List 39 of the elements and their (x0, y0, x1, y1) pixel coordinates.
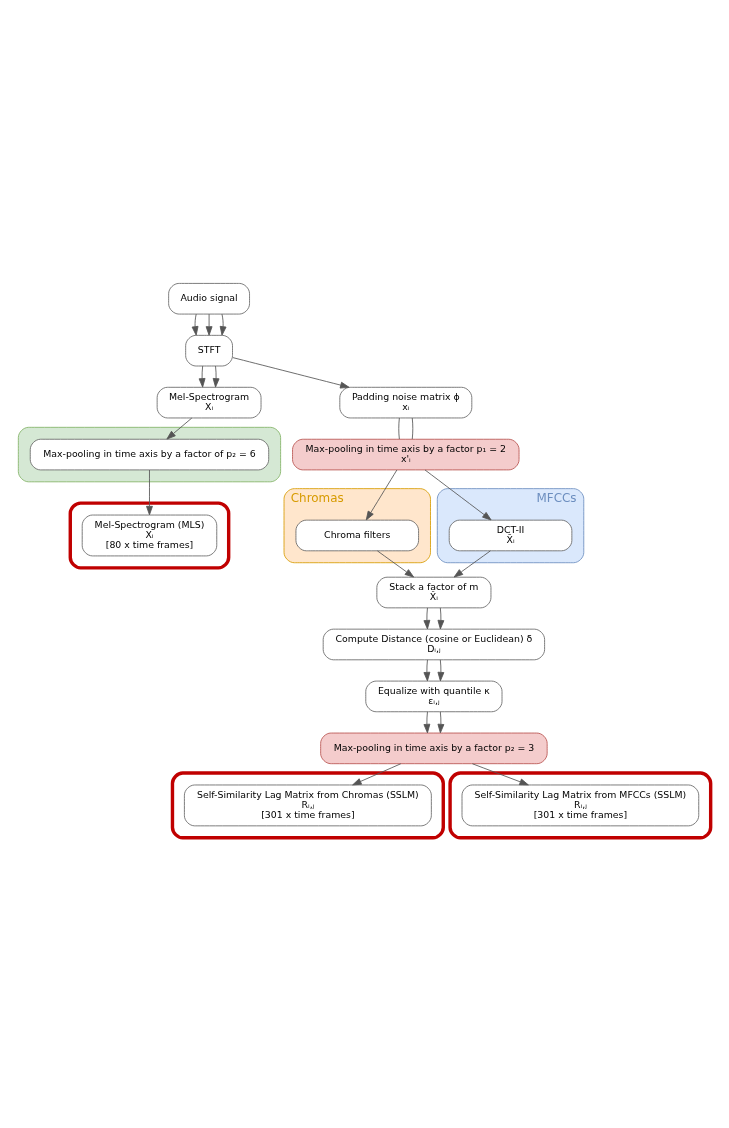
arrow (198, 365, 206, 388)
node-box: Mel-Spectrogram (MLS) Xᵢ [80 x time frames] (81, 514, 218, 557)
connector (411, 417, 414, 440)
arrow (437, 607, 445, 630)
node-box: STFT (185, 334, 233, 367)
node-box: Audio signal (168, 283, 250, 315)
arrow (423, 607, 431, 630)
arrow (376, 550, 415, 578)
arrow (219, 313, 227, 336)
node-box: Max-pooling in time axis by a factor p₂ = 3 (320, 732, 548, 765)
cluster (448, 771, 713, 840)
arrow (423, 659, 431, 682)
node-box: Equalize with quantile κ εᵢ,ⱼ (365, 680, 503, 713)
arrow (423, 711, 431, 734)
arrow (453, 550, 491, 578)
arrow (365, 469, 398, 521)
arrow (146, 469, 153, 516)
arrow (205, 313, 213, 336)
arrow (437, 711, 445, 734)
node-box: Compute Distance (cosine or Euclidean) δ Dᵢ,ⱼ (322, 628, 546, 661)
arrow (424, 469, 492, 521)
cluster (170, 771, 445, 840)
cluster (17, 426, 282, 483)
cluster (68, 501, 231, 570)
node-box: DCT-II X̃ᵢ (448, 519, 573, 552)
node-box: Mel-Spectrogram Xᵢ (156, 386, 262, 419)
node-box: Self-Similarity Lag Matrix from MFCCs (SSLM) Rᵢ,ⱼ [301 x time frames] (461, 784, 700, 827)
node-box: Max-pooling in time axis by a factor p₁ = 2 x'ᵢ (292, 438, 520, 471)
arrow (232, 357, 350, 389)
arrow (212, 365, 220, 388)
arrow (166, 417, 193, 440)
node-box: Self-Similarity Lag Matrix from Chromas (SSLM) Rᵢ,ⱼ [301 x time frames] (183, 784, 432, 827)
arrow (437, 659, 445, 682)
node-box: Stack a factor of m X̂ᵢ (376, 576, 492, 609)
node-box: Padding noise matrix ϕ xᵢ (339, 386, 473, 419)
node-box: Max-pooling in time axis by a factor of p₂ = 6 (29, 438, 270, 471)
connector (398, 417, 400, 440)
arrow (191, 313, 199, 336)
node-box: Chroma filters (295, 519, 419, 552)
